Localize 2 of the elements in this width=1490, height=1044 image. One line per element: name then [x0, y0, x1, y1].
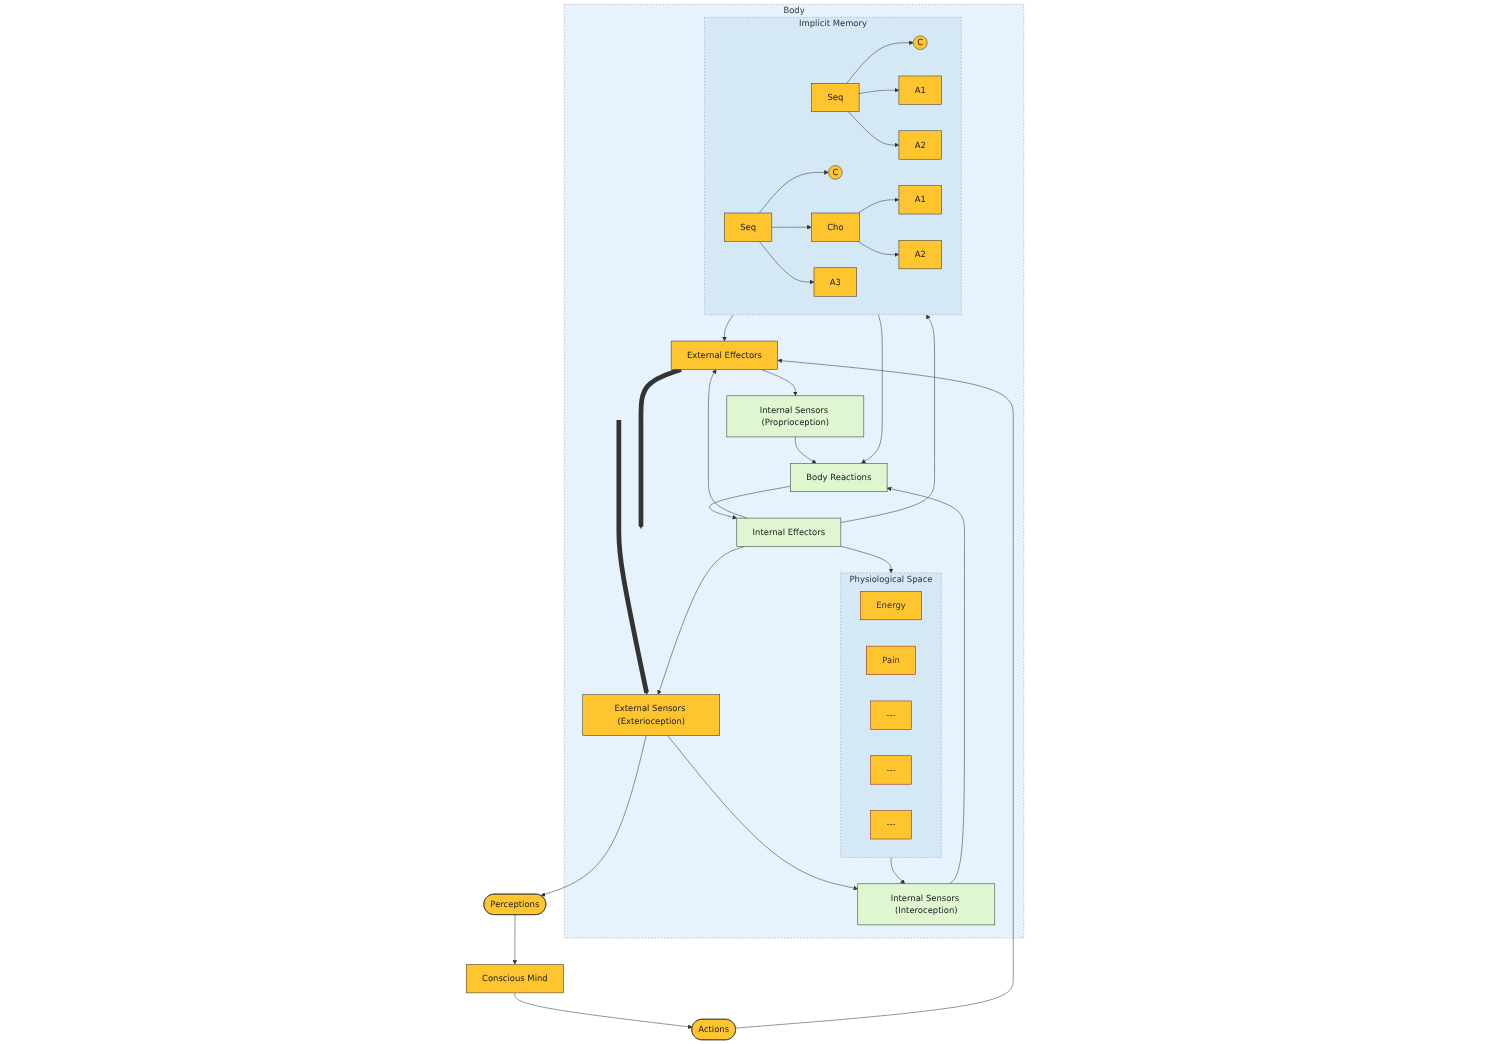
arrow: [638, 367, 682, 529]
arrow: [616, 420, 649, 695]
